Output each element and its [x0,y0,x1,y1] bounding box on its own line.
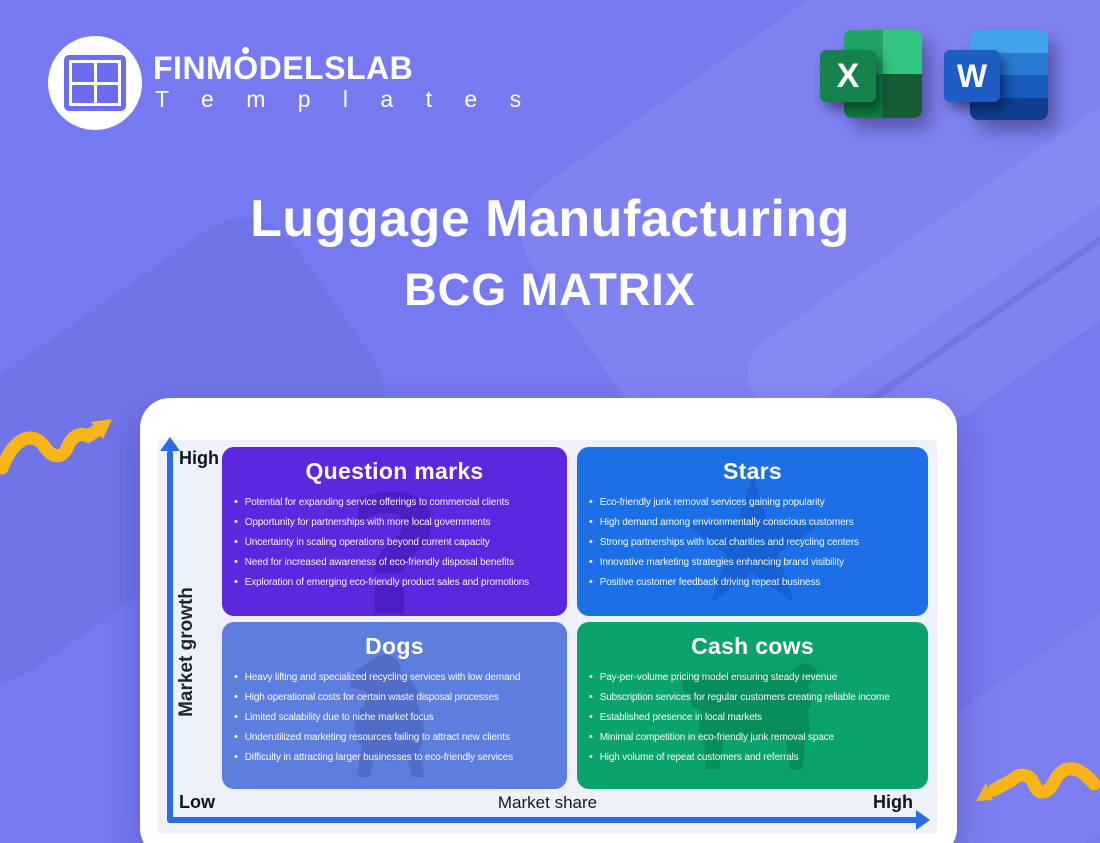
bullet-text: Established presence in local markets [599,712,763,723]
quadrant-bullet: • Positive customer feedback driving repe… [589,576,920,589]
word-icon: W [944,28,1056,123]
brand-name: FINMODELSLAB [153,50,414,86]
title-line-2: BCG MATRIX [404,264,696,315]
bullet-text: Pay-per-volume pricing model ensuring st… [599,672,838,683]
brand-tagline: T e m p l a t e s [155,86,535,112]
logo-o-dot-icon [242,47,249,54]
quadrant-bullet: • Eco-friendly junk removal services gain… [589,496,920,509]
quadrant-bullet: • Pay-per-volume pricing model ensuring s… [589,671,920,684]
quadrant-bullet: • Exploration of emerging eco-friendly pr… [234,576,559,589]
bullet-dot-icon: • [234,731,238,743]
bullet-dot-icon: • [234,576,238,588]
bullet-text: Exploration of emerging eco-friendly pro… [244,577,530,588]
bullet-dot-icon: • [234,671,238,683]
quadrant-bullet-list: • Pay-per-volume pricing model ensuring s… [577,671,928,764]
excel-letter: X [820,50,876,102]
bullet-text: High demand among environmentally consci… [599,517,854,528]
matrix-card: High Market growth Low Market share High… [140,398,957,843]
bullet-dot-icon: • [589,691,593,703]
quadrant-bullet: • Difficulty in attracting larger busines… [234,751,559,764]
bullet-text: Underutilized marketing resources failin… [244,732,510,743]
bullet-dot-icon: • [234,751,238,763]
bullet-dot-icon: • [234,536,238,548]
quadrant-bullet: • High demand among environmentally consc… [589,516,920,529]
x-axis-low-label: Low [179,792,215,812]
bullet-dot-icon: • [589,711,593,723]
quadrant-cash-cows: Cash cows • Pay-per-volume pricing model … [577,622,928,789]
y-axis-label: Market growth [176,587,197,717]
excel-icon: X [820,30,922,122]
bcg-chart-area: High Market growth Low Market share High… [158,437,937,834]
bullet-dot-icon: • [234,556,238,568]
word-letter: W [944,50,1000,102]
bullet-dot-icon: • [234,691,238,703]
quadrant-bullet-list: • Eco-friendly junk removal services gain… [577,496,928,589]
quadrant-bullet: • Strong partnerships with local charitie… [589,536,920,549]
x-axis-arrowhead-icon [916,810,930,830]
bullet-dot-icon: • [234,516,238,528]
bullet-dot-icon: • [234,496,238,508]
bullet-dot-icon: • [589,536,593,548]
squiggle-arrow-up-icon [0,419,112,475]
bullet-text: Positive customer feedback driving repea… [599,577,821,588]
quadrant-bullet: • Opportunity for partnerships with more … [234,516,559,529]
quadrant-bullet: • High operational costs for certain wast… [234,691,559,704]
bullet-dot-icon: • [589,496,593,508]
quadrant-dogs: Dogs • Heavy lifting and specialized recy… [222,622,567,789]
quadrant-stars: ★ Stars •Eco-friendly junk removal servi… [577,447,928,616]
quadrant-title: Dogs [365,633,424,659]
bullet-text: Subscription services for regular custom… [599,692,890,703]
quadrant-bullet: • Heavy lifting and specialized recycling… [234,671,559,684]
bullet-dot-icon: • [234,711,238,723]
y-axis-high-label: High [179,448,219,468]
bullet-text: Limited scalability due to niche market … [244,712,434,723]
bullet-text: High operational costs for certain waste… [244,692,499,703]
x-axis-high-label: High [873,792,913,812]
quadrant-bullet: • Need for increased awareness of eco-fri… [234,556,559,569]
squiggle-arrow-down-icon [976,762,1100,801]
quadrant-bullet: • Uncertainty in scaling operations beyon… [234,536,559,549]
bullet-text: Difficulty in attracting larger business… [244,752,513,763]
y-axis-line [167,450,173,823]
bullet-dot-icon: • [589,671,593,683]
quadrant-bullet: • Underutilized marketing resources faili… [234,731,559,744]
bullet-dot-icon: • [589,731,593,743]
bullet-text: Potential for expanding service offering… [244,497,510,508]
quadrant-bullet-list: • Heavy lifting and specialized recycling… [222,671,567,764]
bullet-text: Opportunity for partnerships with more l… [244,517,491,528]
bullet-dot-icon: • [589,751,593,763]
excel-sheet-back [844,30,922,118]
quadrant-bullet: • Subscription services for regular custo… [589,691,920,704]
quadrant-title: Cash cows [691,633,814,659]
window-grid-icon [64,55,126,111]
brand-logo [48,36,142,130]
bullet-text: High volume of repeat customers and refe… [599,752,799,763]
quadrant-bullet: • Established presence in local markets [589,711,920,724]
quadrant-question-marks: ? Question marks •Potential for expandin… [222,447,567,616]
bullet-dot-icon: • [589,556,593,568]
bullet-text: Heavy lifting and specialized recycling … [244,672,521,683]
bullet-text: Strong partnerships with local charities… [599,537,859,548]
bullet-text: Innovative marketing strategies enhancin… [599,557,844,568]
x-axis-label: Market share [497,793,598,812]
quadrant-title: Question marks [305,458,484,484]
poster-title: Luggage Manufacturing BCG MATRIX [0,190,1100,316]
bullet-text: Need for increased awareness of eco-frie… [244,557,514,568]
quadrant-bullet: • Potential for expanding service offerin… [234,496,559,509]
quadrant-title: Stars [722,458,783,484]
title-line-1: Luggage Manufacturing [250,190,850,248]
quadrant-bullet: • Limited scalability due to niche market… [234,711,559,724]
quadrant-bullet-list: • Potential for expanding service offerin… [222,496,567,589]
quadrant-bullet: • Innovative marketing strategies enhanci… [589,556,920,569]
bullet-text: Minimal competition in eco-friendly junk… [599,732,834,743]
bullet-text: Uncertainty in scaling operations beyond… [244,537,490,548]
quadrant-bullet: • Minimal competition in eco-friendly jun… [589,731,920,744]
bullet-dot-icon: • [589,516,593,528]
bullet-text: Eco-friendly junk removal services gaini… [599,497,825,508]
x-axis-line [167,817,919,823]
y-axis-arrowhead-icon [160,437,180,451]
bullet-dot-icon: • [589,576,593,588]
quadrant-bullet: • High volume of repeat customers and ref… [589,751,920,764]
